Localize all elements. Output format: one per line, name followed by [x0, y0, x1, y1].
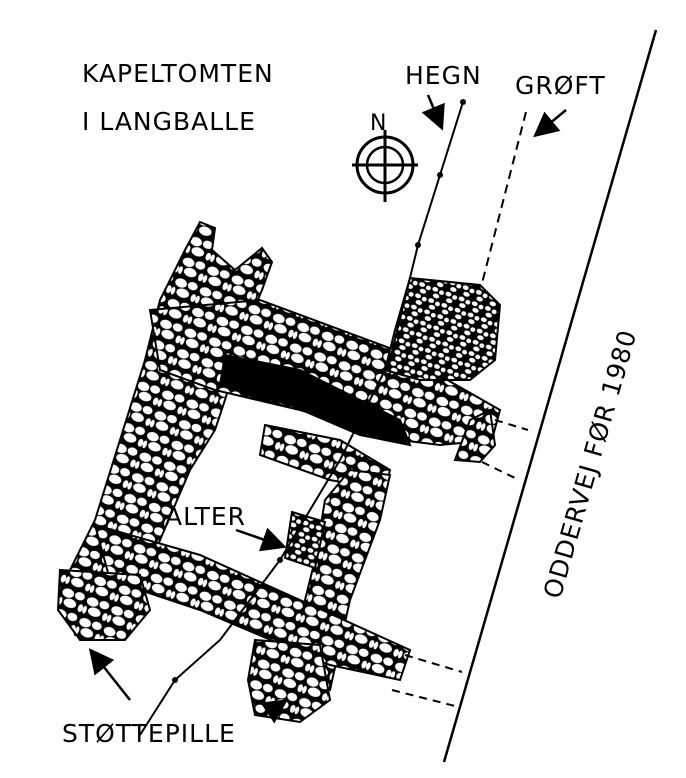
- north-wall-dark: [218, 353, 412, 447]
- ditch-label: GRØFT: [515, 71, 606, 100]
- road-edge-line: [442, 29, 658, 763]
- altar-label: ALTER: [165, 502, 246, 531]
- altar: [283, 510, 327, 570]
- title-line-1: KAPELTOMTEN: [82, 59, 274, 88]
- northeast-annex: [383, 276, 502, 381]
- north-wall: [148, 298, 502, 447]
- buttress-label: STØTTEPILLE: [62, 719, 236, 748]
- foundation-walls: [56, 220, 502, 724]
- title-line-2: I LANGBALLE: [82, 107, 256, 136]
- north-label: N: [370, 111, 386, 136]
- southeast-buttress: [246, 638, 332, 724]
- southwest-buttress: [56, 568, 152, 641]
- pointer-arrows: [88, 94, 567, 724]
- east-wall-end: [453, 408, 497, 464]
- fence-line: [139, 99, 466, 736]
- north-arrow-icon: N: [352, 111, 418, 202]
- wall-continuations: [391, 419, 529, 707]
- fence-label: HEGN: [405, 61, 482, 90]
- road-label: ODDERVEJ FØR 1980: [538, 326, 643, 601]
